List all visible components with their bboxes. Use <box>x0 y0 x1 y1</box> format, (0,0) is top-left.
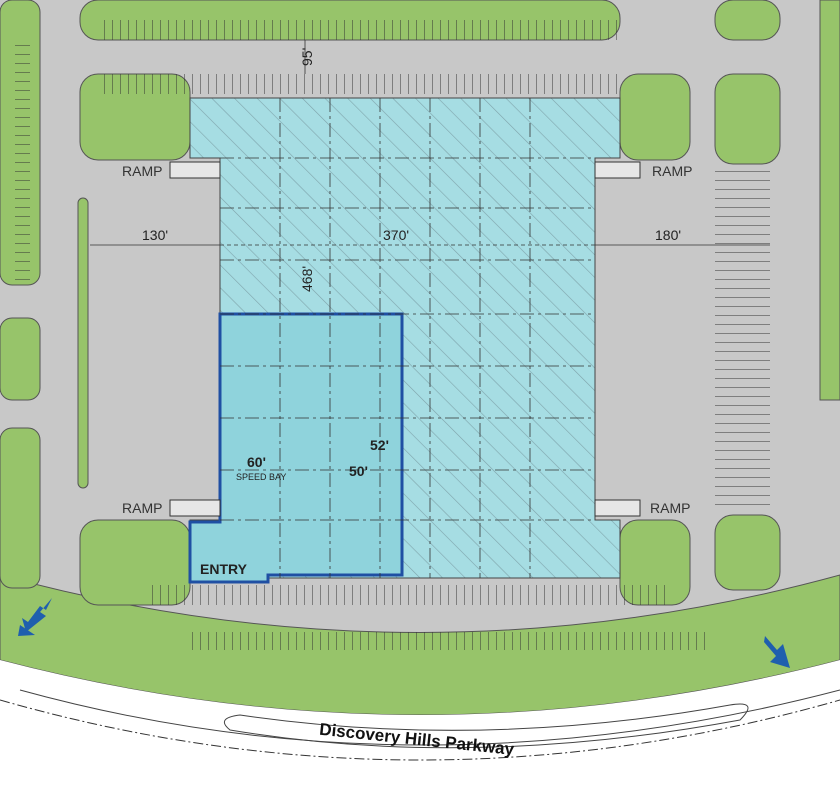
parking-row <box>100 20 620 40</box>
speed-bay-label: SPEED BAY <box>236 472 286 482</box>
road-edge <box>0 699 840 761</box>
arrow-icon <box>18 598 52 636</box>
landscape-strip <box>0 317 41 401</box>
ramp-label: RAMP <box>122 500 162 516</box>
landscape-island <box>714 73 781 165</box>
landscape-island <box>619 73 691 161</box>
highlighted-space <box>188 312 404 584</box>
landscape-island <box>714 0 781 41</box>
parking-row <box>150 585 670 605</box>
dimension-60: 60' <box>247 454 266 470</box>
parking-row-side <box>715 165 770 505</box>
median-island <box>223 703 749 749</box>
entry-label: ENTRY <box>200 561 248 577</box>
dimension-lines <box>90 40 770 246</box>
dimension-130: 130' <box>142 227 168 243</box>
ramp-label: RAMP <box>650 500 690 516</box>
parking-row <box>190 632 710 650</box>
column-grid <box>220 98 595 578</box>
ramp-top-right <box>594 161 641 179</box>
landscape-island <box>714 514 781 591</box>
landscape-strip <box>0 427 41 589</box>
arrow-icon <box>764 636 790 668</box>
ramp-bottom-left <box>169 499 221 517</box>
dimension-468: 468' <box>299 266 315 292</box>
ramp-label: RAMP <box>652 163 692 179</box>
parking-row-side <box>15 40 30 280</box>
dimension-95: 95' <box>299 48 315 66</box>
ramp-bottom-right <box>594 499 641 517</box>
dimension-52: 52' <box>370 437 389 453</box>
dimension-50: 50' <box>349 463 368 479</box>
landscape-strip <box>819 0 840 401</box>
road-lane <box>19 689 840 746</box>
landscape-strip <box>77 197 89 489</box>
ramp-label: RAMP <box>122 163 162 179</box>
parking-row <box>100 74 620 94</box>
ramp-top-left <box>169 161 221 179</box>
dimension-370: 370' <box>383 227 409 243</box>
dimension-180: 180' <box>655 227 681 243</box>
